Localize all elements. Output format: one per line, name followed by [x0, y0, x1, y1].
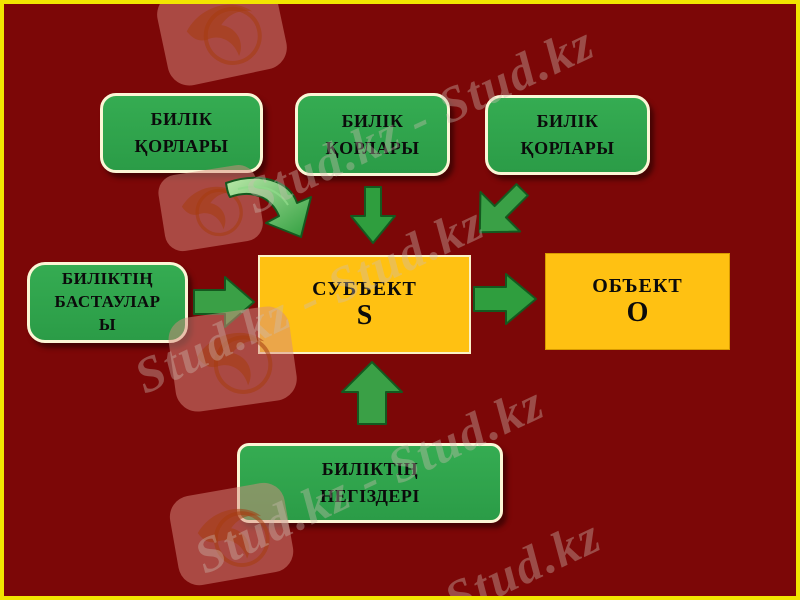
node-label-line: БИЛІКТІҢ — [321, 459, 419, 479]
node-label-line: БИЛІК — [150, 109, 213, 129]
node-label-line: ҚОРЛАРЫ — [325, 137, 420, 158]
object-symbol: О — [626, 296, 649, 328]
node-label-line: БИЛІК — [341, 110, 404, 131]
node-power-resources-2: БИЛІК ҚОРЛАРЫ — [295, 93, 450, 176]
node-power-sources: БИЛІКТІҢ БАСТАУЛАР Ы — [27, 262, 188, 343]
arrow-right-icon — [193, 275, 255, 329]
arrow-up-icon — [341, 361, 403, 425]
node-subject: СУБЪЕКТ S — [258, 255, 471, 354]
arrow-right-icon — [473, 272, 537, 326]
node-object: ОБЪЕКТ О — [545, 253, 730, 350]
node-power-resources-1: БИЛІК ҚОРЛАРЫ — [100, 93, 263, 173]
node-power-resources-3: БИЛІК ҚОРЛАРЫ — [485, 95, 650, 175]
node-label-line: ҚОРЛАРЫ — [134, 136, 229, 156]
node-label-line: НЕГІЗДЕРІ — [320, 486, 420, 506]
arrow-down-icon — [350, 186, 396, 244]
studkz-logo-watermark-icon — [151, 4, 295, 97]
node-label-line: Ы — [98, 314, 117, 334]
node-label-line: БАСТАУЛАР — [54, 292, 161, 312]
node-label-line: БИЛІКТІҢ — [61, 269, 154, 289]
node-label-line: ҚОРЛАРЫ — [520, 138, 615, 158]
node-label-line: БИЛІК — [536, 111, 599, 131]
arrow-down-left-icon — [459, 169, 544, 254]
curved-arrow-down-right-icon — [216, 175, 316, 247]
subject-symbol: S — [356, 299, 373, 331]
subject-label: СУБЪЕКТ — [312, 277, 417, 300]
object-label: ОБЪЕКТ — [592, 274, 683, 297]
node-power-foundations: БИЛІКТІҢ НЕГІЗДЕРІ — [237, 443, 503, 523]
